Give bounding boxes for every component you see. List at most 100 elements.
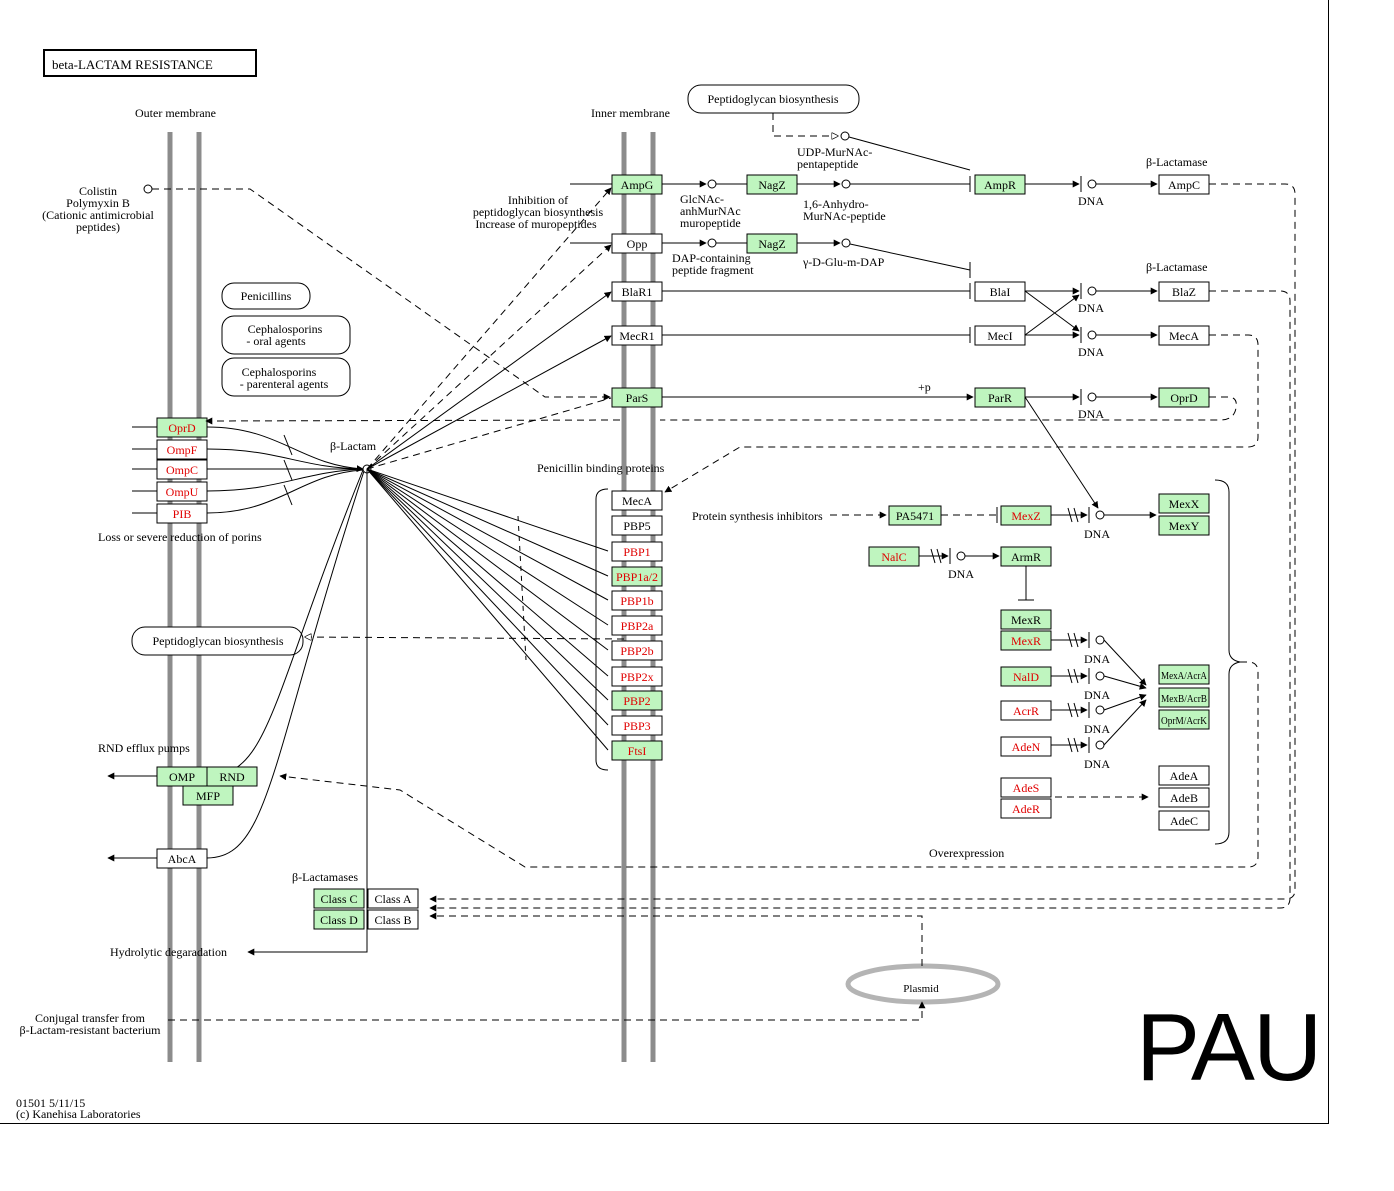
mexy-box[interactable] bbox=[1158, 515, 1210, 536]
pbp-box-pbp1a-2[interactable] bbox=[611, 566, 663, 587]
ampc-label: AmpC bbox=[1168, 178, 1200, 192]
ader-box[interactable] bbox=[1000, 798, 1052, 819]
aden-box[interactable] bbox=[1000, 736, 1052, 757]
peptides-label: peptides) bbox=[76, 220, 120, 234]
class-b-box[interactable] bbox=[367, 909, 419, 930]
pbp-label-pbp5: PBP5 bbox=[623, 519, 650, 533]
mexr-green-box[interactable] bbox=[1000, 609, 1052, 630]
nald-dna-node[interactable] bbox=[1095, 671, 1105, 681]
gamma-node[interactable] bbox=[841, 238, 851, 248]
meca-dna-node[interactable] bbox=[1087, 330, 1097, 340]
dap-node[interactable] bbox=[707, 238, 717, 248]
dap-label-1: DAP-containing bbox=[672, 251, 751, 265]
pbp-label-pbp1: PBP1 bbox=[623, 545, 650, 559]
class-d-label: Class D bbox=[320, 913, 358, 927]
pbp-box-pbp2b[interactable] bbox=[611, 640, 663, 661]
adea-box[interactable] bbox=[1158, 765, 1210, 786]
pbp-box-meca[interactable] bbox=[611, 490, 663, 511]
rnd-label: RND bbox=[219, 770, 245, 784]
porin-block-mark-2 bbox=[283, 459, 293, 481]
overexpression-label: Overexpression bbox=[929, 846, 1004, 860]
mexxy-dna-node[interactable] bbox=[1095, 510, 1105, 520]
colistin-node[interactable] bbox=[143, 184, 153, 194]
conjugal-label-2: β-Lactam-resistant bacterium bbox=[19, 1023, 161, 1037]
lactam-to-pbp2-edge bbox=[366, 468, 609, 701]
penicillins-map[interactable] bbox=[221, 282, 311, 310]
pbp-label-pbp2a: PBP2a bbox=[621, 619, 654, 633]
glcnac-node[interactable] bbox=[707, 179, 717, 189]
adeb-box[interactable] bbox=[1158, 787, 1210, 808]
glcnac-label-3: muropeptide bbox=[680, 216, 741, 230]
outer-membrane-label: Outer membrane bbox=[135, 106, 216, 120]
oprm-label: OprM/AcrK bbox=[1161, 715, 1207, 727]
mexx-box[interactable] bbox=[1158, 493, 1210, 514]
armr-dna-node[interactable] bbox=[956, 551, 966, 561]
mexb-box[interactable] bbox=[1158, 687, 1210, 708]
map-title: beta-LACTAM RESISTANCE bbox=[52, 57, 213, 72]
efflux-bracket bbox=[1214, 479, 1241, 845]
mexz-label: MexZ bbox=[1011, 509, 1040, 523]
peptidoglycan-left-map[interactable] bbox=[131, 626, 304, 656]
dna-label-4: DNA bbox=[1078, 407, 1104, 421]
mexb-label: MexB/AcrB bbox=[1161, 693, 1207, 705]
pbp-box-pbp2[interactable] bbox=[611, 690, 663, 711]
class-d-box[interactable] bbox=[313, 909, 365, 930]
dna-label-9: DNA bbox=[1084, 722, 1110, 736]
ades-box[interactable] bbox=[1000, 777, 1052, 798]
oprm-box[interactable] bbox=[1158, 709, 1210, 730]
overexpression-edge bbox=[279, 661, 1259, 868]
aden-dna-node[interactable] bbox=[1095, 740, 1105, 750]
cephalosporins-parenteral-map[interactable] bbox=[221, 357, 351, 397]
pbp-box-pbp2x[interactable] bbox=[611, 666, 663, 687]
udp-node[interactable] bbox=[840, 131, 850, 141]
omp-label: OMP bbox=[169, 770, 195, 784]
ampc-dna-node[interactable] bbox=[1087, 179, 1097, 189]
glcnac-label-2: anhMurNAc bbox=[680, 204, 741, 218]
protein-inhibitors-label: Protein synthesis inhibitors bbox=[692, 509, 823, 523]
loss-porins-label: Loss or severe reduction of porins bbox=[98, 530, 262, 544]
peptidoglycan-to-udp-edge bbox=[772, 113, 838, 136]
adec-box[interactable] bbox=[1158, 810, 1210, 831]
pbp-label-pbp2b: PBP2b bbox=[620, 644, 653, 658]
class-c-box[interactable] bbox=[313, 888, 365, 909]
mfp-box[interactable] bbox=[182, 785, 234, 806]
lactam-to-pbp1a-2-edge bbox=[366, 468, 609, 577]
ades-label: AdeS bbox=[1013, 781, 1040, 795]
blai-to-mec-dna-edge bbox=[1024, 290, 1080, 332]
armr-label: ArmR bbox=[1011, 550, 1041, 564]
pbp-box-pbp3[interactable] bbox=[611, 715, 663, 736]
pbp-box-pbp5[interactable] bbox=[611, 515, 663, 536]
mexx-label: MexX bbox=[1169, 497, 1200, 511]
pbp-box-ftsi[interactable] bbox=[611, 740, 663, 761]
oprd-right-label: OprD bbox=[1170, 391, 1198, 405]
pbp-label-pbp3: PBP3 bbox=[623, 719, 650, 733]
aden-break-2 bbox=[1073, 737, 1079, 753]
nald-break-2 bbox=[1073, 668, 1079, 684]
inner-membrane-label: Inner membrane bbox=[591, 106, 670, 120]
pbp-box-pbp2a[interactable] bbox=[611, 615, 663, 636]
blaz-dna-node[interactable] bbox=[1087, 286, 1097, 296]
oprd-dna-node[interactable] bbox=[1087, 392, 1097, 402]
abca-to-lactam-edge bbox=[206, 470, 365, 859]
acrr-dna-node[interactable] bbox=[1095, 705, 1105, 715]
ampg-label: AmpG bbox=[621, 178, 654, 192]
nald-dna-to-efflux-edge bbox=[1103, 675, 1147, 690]
footer-line-2: (c) Kanehisa Laboratories bbox=[16, 1107, 141, 1121]
pbp-fan bbox=[366, 468, 609, 751]
adea-label: AdeA bbox=[1170, 769, 1199, 783]
pbp-box-pbp1b[interactable] bbox=[611, 590, 663, 611]
aden-dna-to-efflux-edge bbox=[1103, 699, 1147, 746]
pbp-group: MecAPBP5PBP1PBP1a/2PBP1bPBP2aPBP2bPBP2xP… bbox=[611, 490, 663, 761]
footer-line-1: 01501 5/11/15 bbox=[16, 1096, 85, 1110]
pbp-box-pbp1[interactable] bbox=[611, 541, 663, 562]
cephalosporins-oral-label-1: Cephalosporins bbox=[248, 322, 323, 336]
opp-label: Opp bbox=[627, 237, 648, 251]
cephalosporins-oral-map[interactable] bbox=[221, 315, 351, 355]
dna-label-7: DNA bbox=[1084, 652, 1110, 666]
plasmid-to-lactamase-edge bbox=[429, 912, 923, 966]
class-a-box[interactable] bbox=[367, 888, 419, 909]
mexa-box[interactable] bbox=[1158, 664, 1210, 685]
mexr-dna-node[interactable] bbox=[1095, 635, 1105, 645]
anhydro-node[interactable] bbox=[841, 179, 851, 189]
